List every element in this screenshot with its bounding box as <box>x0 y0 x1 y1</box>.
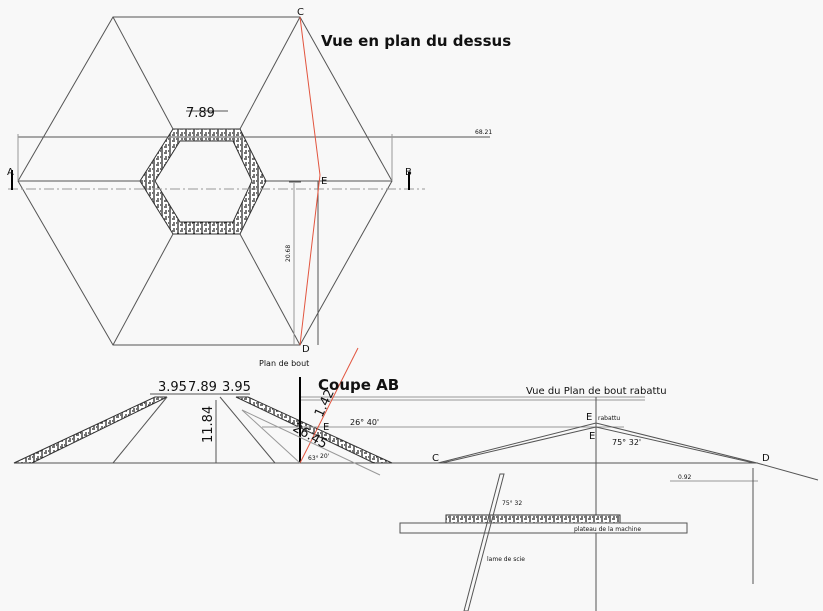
label-e: E <box>321 176 327 187</box>
label-d: D <box>302 344 310 355</box>
folded-view-title: Vue du Plan de bout rabattu <box>526 386 667 397</box>
left-slope-band <box>13 396 168 464</box>
red-construction-line <box>299 16 321 346</box>
dim-mid: 7.89 <box>188 380 217 395</box>
dim-height: 11.84 <box>201 406 216 443</box>
label-c-section: C <box>432 453 439 464</box>
saw-angle: 75° 32 <box>502 500 522 507</box>
section-title: Coupe AB <box>318 376 399 394</box>
label-e-folded-view: E <box>589 431 595 442</box>
angle-folded: 75° 32' <box>612 438 641 447</box>
folded-view: E rabattu E D 75° 32' 0.92 75° 32 platea… <box>399 386 819 611</box>
angle-bottom-min: 20' <box>320 453 330 460</box>
blade-label: lame de scie <box>487 556 525 563</box>
label-d-folded: D <box>762 453 770 464</box>
folded-note: rabattu <box>598 415 620 422</box>
top-view-title: Vue en plan du dessus <box>321 32 511 50</box>
dim-left: 3.95 <box>158 380 187 395</box>
dim-inner: 7.89 <box>186 106 215 121</box>
plan-de-bout-label: Plan de bout <box>259 359 309 368</box>
section-view: 3.95 7.89 3.95 11.84 1.42 26.45 26° 40' … <box>13 347 645 476</box>
label-e-folded: E <box>586 412 592 423</box>
machine-plateau <box>399 522 688 534</box>
workpiece <box>445 514 621 524</box>
angle-bottom: 63° <box>308 455 319 462</box>
dim-right: 3.95 <box>222 380 251 395</box>
label-b: B <box>405 167 412 178</box>
angle-top: 26° 40' <box>350 418 379 427</box>
right-slope-band <box>235 396 393 464</box>
dim-offset: 0.92 <box>678 474 692 481</box>
saw-blade <box>463 473 505 611</box>
plateau-label: plateau de la machine <box>574 526 641 533</box>
dim-width: 68.21 <box>475 129 492 136</box>
inner-hexagon-band <box>139 128 267 235</box>
dim-height: 20.68 <box>285 245 292 262</box>
label-c: C <box>297 7 304 18</box>
label-e-section: E <box>323 422 329 433</box>
label-a: A <box>7 167 14 178</box>
top-view: 7.89 68.21 20.68 A B C D E Vue en plan d… <box>7 7 511 355</box>
